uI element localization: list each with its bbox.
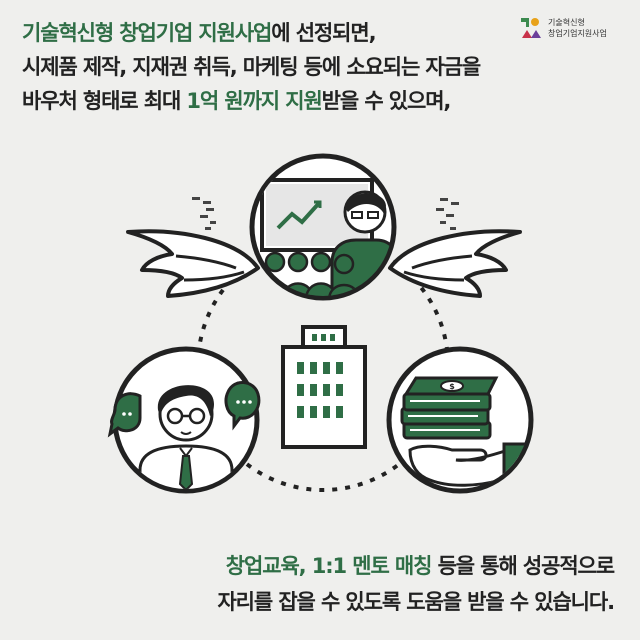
building-icon	[281, 325, 367, 449]
support-programs: 창업교육, 1:1 멘토 매칭	[225, 554, 433, 578]
wing-left-icon	[126, 229, 260, 298]
logo-mark-icon	[521, 18, 541, 38]
pixel-dash-right	[436, 198, 459, 230]
logo-text-2: 창업기업지원사업	[548, 29, 607, 38]
max-amount: 1억 원까지 지원	[186, 89, 322, 113]
logo-text-1: 기술혁신형	[548, 18, 585, 27]
money-stack-icon: $	[400, 376, 499, 440]
header-line-3-b: 받을 수 있으며,	[321, 89, 452, 113]
mentor-circle	[112, 346, 260, 494]
money-circle: $	[386, 346, 534, 494]
footer-text: 창업교육, 1:1 멘토 매칭 등을 통해 성공적으로 자리를 잡을 수 있도록…	[217, 548, 616, 620]
program-logo: 기술혁신형 창업기업지원사업	[520, 16, 620, 40]
header-line-3-a: 바우처 형태로 최대	[22, 89, 187, 113]
chart-trend-icon	[276, 200, 322, 230]
header-line-3: 바우처 형태로 최대 1억 원까지 지원받을 수 있으며,	[22, 84, 562, 118]
program-name: 기술혁신형 창업기업 지원사업	[22, 21, 272, 45]
pixel-dash-left	[192, 197, 216, 230]
footer-line-1: 창업교육, 1:1 멘토 매칭 등을 통해 성공적으로	[217, 548, 616, 584]
wing-right-icon	[388, 229, 522, 298]
header-line-1: 기술혁신형 창업기업 지원사업에 선정되면,	[22, 16, 562, 50]
header-line-2: 시제품 제작, 지재권 취득, 마케팅 등에 소요되는 자금을	[22, 55, 481, 79]
necktie-icon	[178, 455, 194, 489]
svg-text:$: $	[449, 382, 455, 391]
header-line-1-rest: 에 선정되면,	[271, 21, 376, 45]
speech-bubble-icon	[107, 381, 261, 438]
footer-line-2: 자리를 잡을 수 있도록 도움을 받을 수 있습니다.	[217, 590, 615, 614]
footer-line-1-rest: 등을 통해 성공적으로	[431, 554, 616, 578]
header-text: 기술혁신형 창업기업 지원사업에 선정되면, 시제품 제작, 지재권 취득, 마…	[22, 16, 562, 118]
presentation-circle	[249, 153, 397, 301]
